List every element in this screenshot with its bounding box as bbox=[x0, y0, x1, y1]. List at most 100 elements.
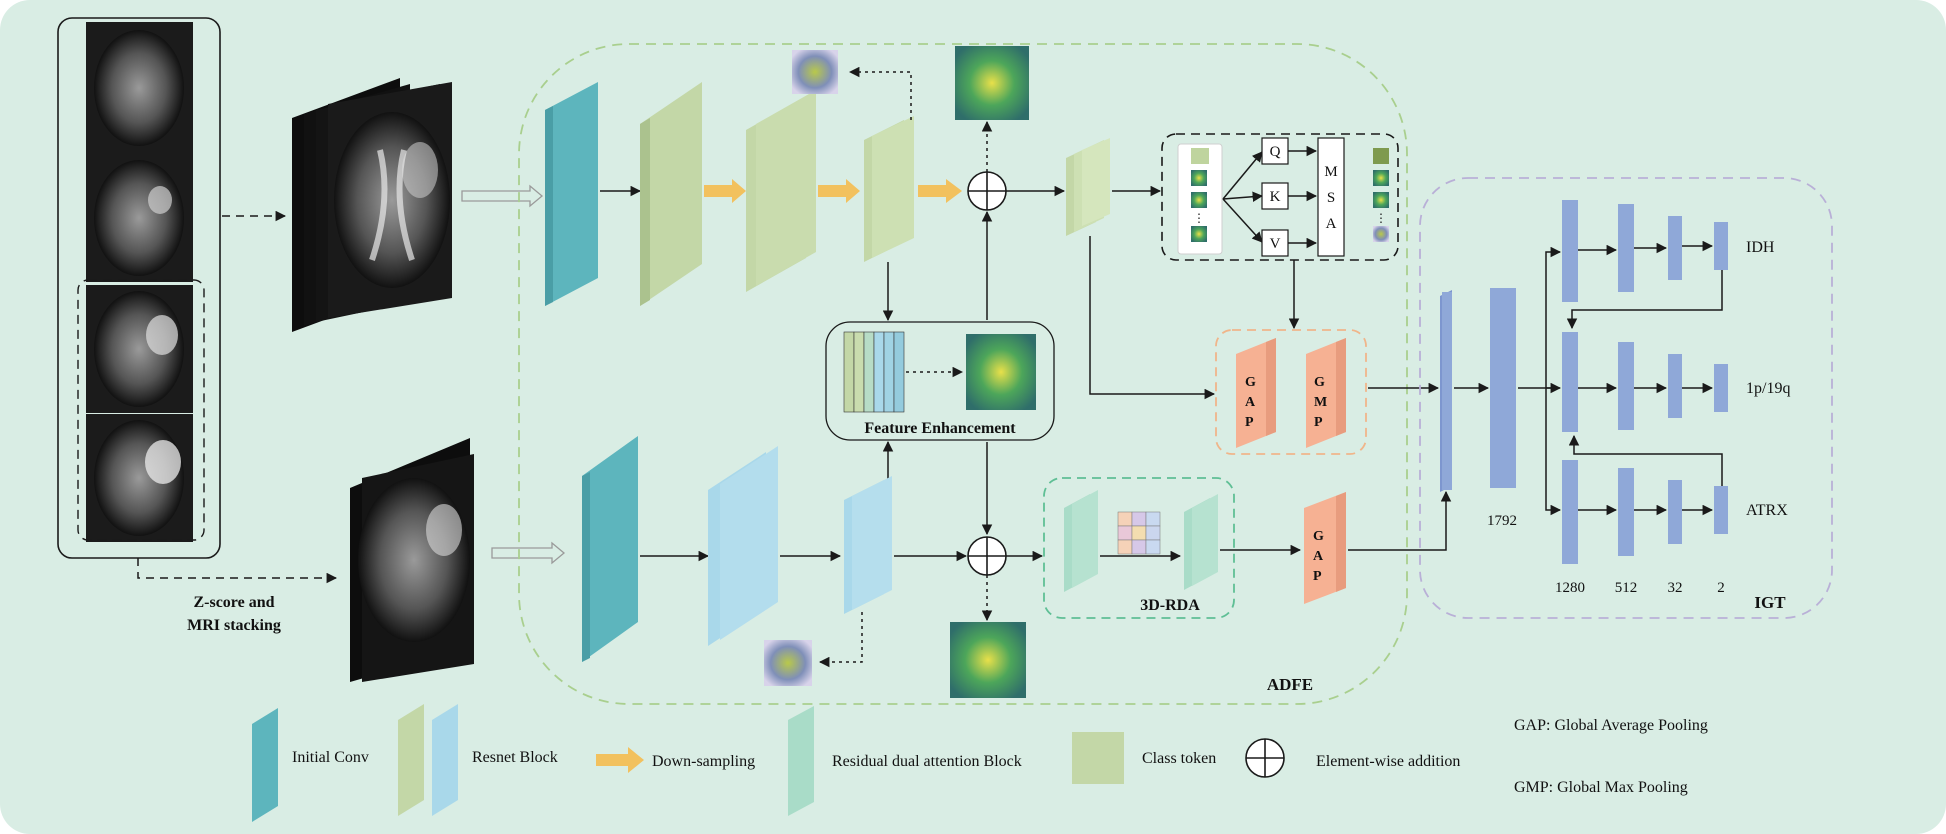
gap-block-bottom bbox=[1304, 492, 1346, 604]
legend-class-token: Class token bbox=[1142, 750, 1216, 767]
igt-module-border bbox=[1419, 177, 1833, 619]
output-atrx: ATRX bbox=[1746, 502, 1788, 519]
gmp-block bbox=[1306, 338, 1346, 448]
codeletion-fc-32 bbox=[1668, 354, 1682, 418]
gap-top-letter-a: A bbox=[1245, 395, 1256, 410]
gmp-letter-g: G bbox=[1314, 375, 1325, 390]
msa-dashed-box bbox=[1161, 133, 1399, 261]
feature-stack bbox=[843, 331, 905, 413]
legend-gap-definition: GAP: Global Average Pooling bbox=[1514, 717, 1708, 734]
msa-letter-a: A bbox=[1326, 216, 1337, 232]
legend-down-sampling-arrow bbox=[596, 747, 644, 773]
query-box bbox=[1261, 137, 1289, 165]
attention-map-small-cube-bottom bbox=[764, 640, 812, 686]
four-channel-mri-stack bbox=[292, 78, 452, 332]
value-label: V bbox=[1270, 236, 1281, 252]
legend: Initial Conv Resnet Block Down-sampling … bbox=[252, 704, 1708, 822]
atrx-fc-512 bbox=[1618, 468, 1634, 556]
gap-bottom-letter-p: P bbox=[1313, 569, 1322, 584]
attention-map-top-cube bbox=[955, 46, 1029, 120]
legend-class-token-swatch bbox=[1072, 732, 1124, 784]
idh-fc-32 bbox=[1668, 216, 1682, 280]
query-label: Q bbox=[1270, 144, 1281, 160]
enhanced-attention-cube bbox=[966, 334, 1036, 410]
gmp-letter-p: P bbox=[1314, 415, 1323, 430]
element-wise-addition-top bbox=[967, 171, 1007, 211]
legend-addition-symbol bbox=[1245, 738, 1285, 778]
gap-bottom-letter-g: G bbox=[1313, 529, 1324, 544]
codeletion-fc-2 bbox=[1714, 364, 1728, 412]
down-sampling-arrow-2 bbox=[818, 179, 860, 203]
rda-block-1 bbox=[1064, 490, 1098, 592]
rda-attention-grid bbox=[1117, 511, 1161, 555]
idh-fc-512 bbox=[1618, 204, 1634, 292]
dim-label-32: 32 bbox=[1668, 580, 1683, 596]
dim-label-2: 2 bbox=[1717, 580, 1725, 596]
top-resnet-block-1 bbox=[640, 82, 702, 306]
msa-letter-m: M bbox=[1324, 164, 1337, 180]
top-fused-feature bbox=[1066, 138, 1110, 236]
legend-initial-conv-swatch bbox=[252, 708, 278, 822]
top-resnet-block-3 bbox=[864, 116, 914, 262]
rda-dashed-box bbox=[1043, 477, 1235, 619]
top-initial-conv bbox=[545, 82, 598, 306]
output-1p19q: 1p/19q bbox=[1746, 380, 1790, 397]
atrx-fc-32 bbox=[1668, 480, 1682, 544]
feature-enhancement-box bbox=[825, 321, 1055, 441]
two-channel-mri-stack bbox=[350, 438, 474, 682]
input-arrow-top bbox=[461, 184, 544, 208]
gap-top-letter-p: P bbox=[1245, 415, 1254, 430]
pooling-dashed-box bbox=[1215, 329, 1367, 455]
attention-map-bottom-cube bbox=[950, 622, 1026, 698]
feature-enhancement-label: Feature Enhancement bbox=[864, 420, 1016, 437]
legend-rda-block: Residual dual attention Block bbox=[832, 753, 1022, 770]
bottom-resnet-block-2 bbox=[844, 476, 892, 614]
rda-block-2 bbox=[1184, 494, 1218, 590]
atrx-fc-1280 bbox=[1562, 460, 1578, 564]
idh-fc-2 bbox=[1714, 222, 1728, 270]
value-box bbox=[1261, 229, 1289, 257]
svg-text:⋮: ⋮ bbox=[1375, 211, 1387, 225]
output-idh: IDH bbox=[1746, 239, 1775, 256]
codeletion-fc-1280 bbox=[1562, 332, 1578, 432]
mri-input-panel bbox=[57, 17, 221, 559]
adfe-label: ADFE bbox=[1267, 675, 1313, 694]
selected-modalities-box bbox=[77, 279, 205, 541]
adfe-module-border bbox=[518, 43, 1408, 705]
idh-fc-1280 bbox=[1562, 200, 1578, 302]
fc-1792 bbox=[1490, 288, 1516, 488]
msa-box bbox=[1317, 137, 1345, 257]
down-sampling-arrow-3 bbox=[918, 179, 962, 203]
gap-block-top bbox=[1236, 338, 1276, 448]
key-box bbox=[1261, 182, 1289, 210]
legend-resnet-swatch bbox=[398, 704, 458, 816]
legend-initial-conv: Initial Conv bbox=[292, 749, 369, 766]
concat-feature-vector bbox=[1440, 290, 1452, 492]
rda-label: 3D-RDA bbox=[1140, 597, 1200, 614]
dim-label-512: 512 bbox=[1615, 580, 1638, 596]
legend-rda-swatch bbox=[788, 706, 814, 816]
dim-label-1280: 1280 bbox=[1555, 580, 1585, 596]
stacking-label-line1: Z-score and bbox=[193, 594, 274, 611]
legend-gmp-definition: GMP: Global Max Pooling bbox=[1514, 779, 1688, 796]
dim-1792-label: 1792 bbox=[1487, 513, 1517, 529]
element-wise-addition-bottom bbox=[967, 536, 1007, 576]
top-resnet-block-2 bbox=[746, 90, 816, 292]
bottom-initial-conv bbox=[582, 436, 638, 662]
gap-top-letter-g: G bbox=[1245, 375, 1256, 390]
input-arrow-bottom bbox=[491, 541, 566, 565]
svg-text:⋮: ⋮ bbox=[1193, 211, 1205, 225]
igt-label: IGT bbox=[1754, 593, 1786, 612]
codeletion-fc-512 bbox=[1618, 342, 1634, 430]
legend-resnet-block: Resnet Block bbox=[472, 749, 558, 766]
down-sampling-arrow-1 bbox=[704, 179, 746, 203]
key-label: K bbox=[1270, 189, 1281, 205]
atrx-fc-2 bbox=[1714, 486, 1728, 534]
attention-map-small-cube-top bbox=[792, 50, 838, 94]
stacking-label-line2: MRI stacking bbox=[187, 617, 281, 634]
gmp-letter-m: M bbox=[1314, 395, 1327, 410]
legend-down-sampling: Down-sampling bbox=[652, 753, 755, 770]
bottom-resnet-block-1 bbox=[708, 446, 778, 646]
msa-letter-s: S bbox=[1327, 190, 1335, 206]
